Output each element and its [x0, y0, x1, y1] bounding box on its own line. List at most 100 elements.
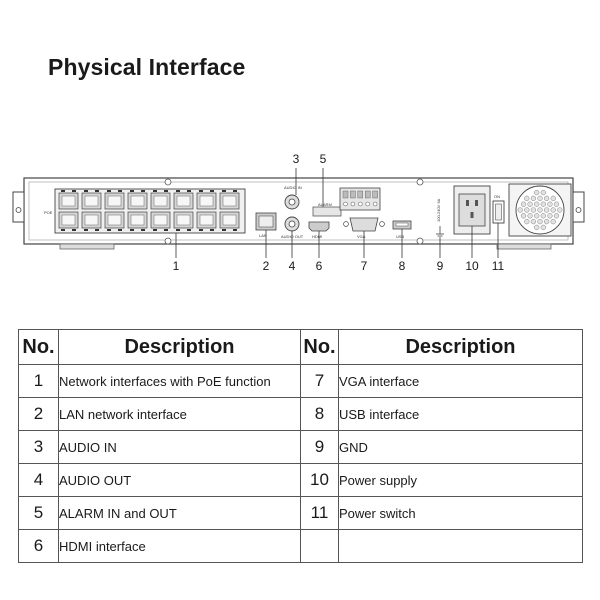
- poe-port-led: [199, 229, 203, 231]
- fan-hole: [527, 213, 533, 219]
- audio-out-jack-core: [288, 220, 296, 228]
- row-desc-left: ALARM IN and OUT: [58, 496, 301, 530]
- table-header-row: No. Description No. Description: [18, 329, 583, 365]
- poe-port-led: [84, 190, 88, 192]
- top-screw: [164, 178, 172, 186]
- poe-port-inner: [222, 214, 237, 226]
- fan-hole: [524, 195, 530, 202]
- row-no-right: 11: [300, 496, 339, 530]
- fan-hole: [520, 213, 527, 219]
- device-rear-panel-diagram: POE LAN AUDIO IN AUDIO OUT ALARM HDMI VG…: [0, 140, 600, 290]
- poe-port-led: [233, 190, 237, 192]
- fan-hole: [527, 201, 533, 207]
- power-pin: [466, 200, 469, 206]
- alarm-pin-screw: [350, 201, 356, 207]
- callout-number: 3: [293, 152, 300, 166]
- fan-hole: [534, 224, 540, 231]
- row-no-left: 1: [18, 364, 59, 398]
- row-no-left: 2: [18, 397, 59, 431]
- poe-port-inner: [176, 195, 191, 207]
- callout-number: 6: [316, 259, 323, 273]
- poe-port-led: [107, 229, 111, 231]
- callout-number: 8: [399, 259, 406, 273]
- fan-hole: [530, 195, 537, 202]
- row-desc-left: AUDIO OUT: [58, 463, 301, 497]
- fan-hole: [534, 213, 540, 219]
- fan-hole: [550, 218, 556, 225]
- fan-hole: [524, 218, 530, 225]
- fan-hole: [550, 207, 556, 213]
- row-desc-right: [338, 529, 583, 563]
- fan-hole: [517, 207, 523, 213]
- right-ear-screw: [575, 207, 582, 213]
- poe-port-led: [187, 229, 191, 231]
- fan-hole: [543, 218, 550, 225]
- alarm-pin: [350, 190, 356, 199]
- vga-label: VGA: [357, 234, 366, 239]
- bottom-screw: [164, 237, 172, 245]
- lan-label: LAN: [259, 233, 267, 238]
- poe-port-led: [210, 190, 214, 192]
- hdmi-label: HDMI: [312, 234, 322, 239]
- poe-port-led: [233, 229, 237, 231]
- fan-hole: [534, 189, 540, 196]
- fan-hole: [540, 213, 546, 219]
- alarm-pin: [365, 190, 371, 199]
- fan-hole: [540, 224, 546, 231]
- fan-hole: [530, 218, 537, 225]
- header-no-left: No.: [18, 329, 59, 365]
- callout-number: 11: [492, 259, 505, 273]
- usb-port-tongue: [395, 222, 409, 227]
- callout-number: 5: [320, 152, 327, 166]
- rear-panel-svg: POE LAN AUDIO IN AUDIO OUT ALARM HDMI VG…: [12, 152, 585, 273]
- poe-port-led: [210, 229, 214, 231]
- callout-number: 9: [437, 259, 444, 273]
- lan-port-inner: [258, 215, 274, 228]
- poe-port-inner: [107, 195, 122, 207]
- audio-in-label: AUDIO IN: [284, 185, 302, 190]
- hdmi-port: [308, 221, 330, 232]
- usb-label: USB: [396, 234, 405, 239]
- fan-hole: [553, 201, 560, 207]
- page-title: Physical Interface: [48, 54, 246, 80]
- table-row: 2 LAN network interface 8 USB interface: [18, 397, 583, 431]
- row-no-right: 7: [300, 364, 339, 398]
- row-desc-right: VGA interface: [338, 364, 583, 398]
- poe-port-led: [153, 229, 157, 231]
- poe-port-inner: [199, 195, 214, 207]
- left-rack-ear: [12, 191, 25, 223]
- row-no-right: 10: [300, 463, 339, 497]
- fan-hole: [530, 207, 537, 213]
- alarm-pin-screw: [358, 201, 363, 207]
- interface-table: No. Description No. Description 1 Networ…: [18, 329, 583, 563]
- fan-hole: [537, 195, 543, 202]
- table-row: 5 ALARM IN and OUT 11 Power switch: [18, 496, 583, 530]
- fan-hole: [520, 201, 527, 207]
- poe-port-inner: [84, 195, 99, 207]
- poe-port-led: [84, 229, 88, 231]
- poe-port-inner: [61, 214, 76, 226]
- row-no-right: 8: [300, 397, 339, 431]
- fan-hole: [543, 195, 550, 202]
- fan-hole: [550, 195, 556, 202]
- alarm-terminal-pins: [342, 190, 378, 207]
- table-row: 1 Network interfaces with PoE function 7…: [18, 364, 583, 398]
- row-desc-right: Power supply: [338, 463, 583, 497]
- fan-hole: [534, 201, 540, 207]
- poe-port-led: [95, 190, 99, 192]
- row-desc-left: AUDIO IN: [58, 430, 301, 464]
- alarm-label: ALARM: [318, 202, 332, 207]
- fan-hole: [547, 213, 553, 219]
- poe-port-led: [153, 190, 157, 192]
- alarm-pin: [342, 190, 349, 199]
- poe-port-led: [222, 229, 226, 231]
- top-screw: [416, 178, 424, 186]
- poe-port-led: [164, 190, 168, 192]
- fan-hole: [540, 189, 546, 196]
- poe-ports-block: [54, 188, 246, 234]
- row-no-left: 6: [18, 529, 59, 563]
- fan-hole: [547, 201, 553, 207]
- poe-port-led: [61, 229, 65, 231]
- poe-port-led: [164, 229, 168, 231]
